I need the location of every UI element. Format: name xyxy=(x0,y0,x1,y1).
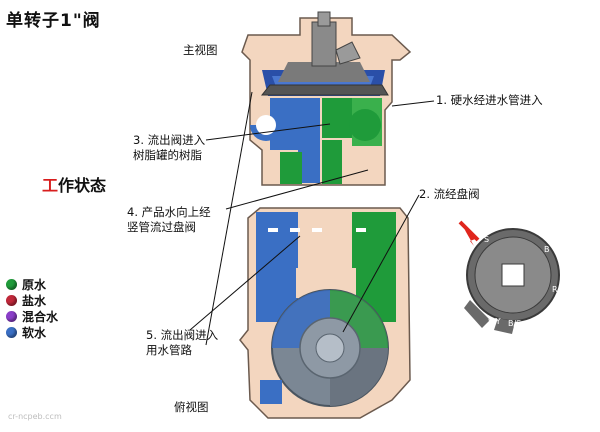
working-state-heading: 工作状态 xyxy=(42,172,106,196)
callout-1: 1. 硬水经进水管进入 xyxy=(436,93,543,107)
legend-raw-water: 原水 xyxy=(6,276,46,293)
top-view-label: 俯视图 xyxy=(174,400,209,414)
legend-soft-water: 软水 xyxy=(6,324,46,341)
front-view xyxy=(241,11,412,186)
disc-mark-b: B xyxy=(544,245,550,254)
legend-label-soft: 软水 xyxy=(22,326,47,340)
legend-dot-brine xyxy=(6,295,17,306)
legend-label-mixed: 混合水 xyxy=(22,310,59,324)
leader-lines xyxy=(189,91,435,346)
legend-dot-raw xyxy=(6,279,17,290)
callout-2: 2. 流经盘阀 xyxy=(419,187,480,201)
legend-mixed-water: 混合水 xyxy=(6,308,58,325)
legend-label-brine: 盐水 xyxy=(22,294,47,308)
front-view-label: 主视图 xyxy=(183,43,218,57)
legend-brine: 盐水 xyxy=(6,292,46,309)
callout-3: 3. 流出阀进入 树脂罐的树脂 xyxy=(133,133,206,162)
top-view xyxy=(239,207,411,419)
state-highlight-char: 工 xyxy=(42,176,59,195)
state-rest-text: 作状态 xyxy=(58,176,107,195)
page-title: 单转子1"阀 xyxy=(6,11,101,31)
callout-4: 4. 产品水向上经 竖管流过盘阀 xyxy=(127,205,211,234)
legend-dot-soft xyxy=(6,327,17,338)
rotor-disc: S/Y B/S S B R xyxy=(458,220,560,334)
legend-dot-mixed xyxy=(6,311,17,322)
disc-mark-r: R xyxy=(552,285,558,294)
legend-label-raw: 原水 xyxy=(22,278,47,292)
callout-5: 5. 流出阀进入 用水管路 xyxy=(146,328,219,357)
disc-mark-by: S/Y xyxy=(488,317,501,326)
disc-mark-bs: B/S xyxy=(508,319,521,328)
watermark: cr-ncpeb.ccm xyxy=(8,412,62,421)
disc-mark-s: S xyxy=(484,235,489,244)
